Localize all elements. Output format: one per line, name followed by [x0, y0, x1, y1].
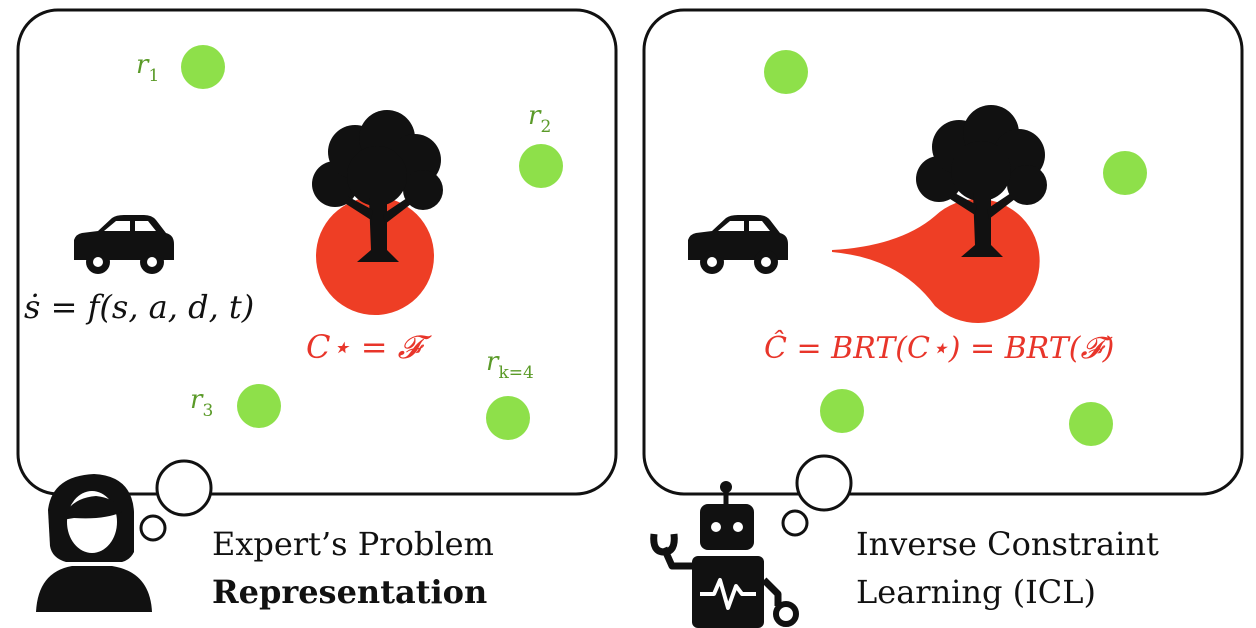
reward-label-r4: rk=4 [486, 347, 534, 383]
reward-circle-r4 [486, 396, 530, 440]
icl-caption-line2: Learning (ICL) [856, 573, 1096, 611]
dynamics-equation: ṡ = f(s, a, d, t) [24, 288, 254, 326]
icl-caption-line1: Inverse Constraint [856, 525, 1159, 563]
person-icon [36, 474, 152, 612]
thought-bubble-icon [155, 459, 213, 517]
constraint-label-left: C⋆ = 𝓕 [306, 328, 433, 366]
constraint-label-right: Ĉ = BRT(C⋆) = BRT(𝓕) [764, 330, 1114, 366]
expert-caption-line1: Expert’s Problem [212, 525, 494, 563]
robot-icon [650, 481, 799, 628]
reward-circle [1103, 151, 1147, 195]
reward-label-r2: r2 [528, 101, 551, 137]
reward-circle-r3 [237, 384, 281, 428]
thought-bubble-icon [781, 509, 809, 537]
reward-circle-r1 [181, 45, 225, 89]
reward-circle-r2 [519, 144, 563, 188]
thought-bubble-icon [139, 514, 167, 542]
reward-label-r3: r3 [190, 385, 213, 421]
reward-circle [820, 389, 864, 433]
expert-caption-line2: Representation [212, 573, 487, 611]
thought-bubble-icon [795, 454, 853, 512]
reward-circle [1069, 402, 1113, 446]
reward-circle [764, 50, 808, 94]
reward-label-r1: r1 [136, 50, 159, 86]
